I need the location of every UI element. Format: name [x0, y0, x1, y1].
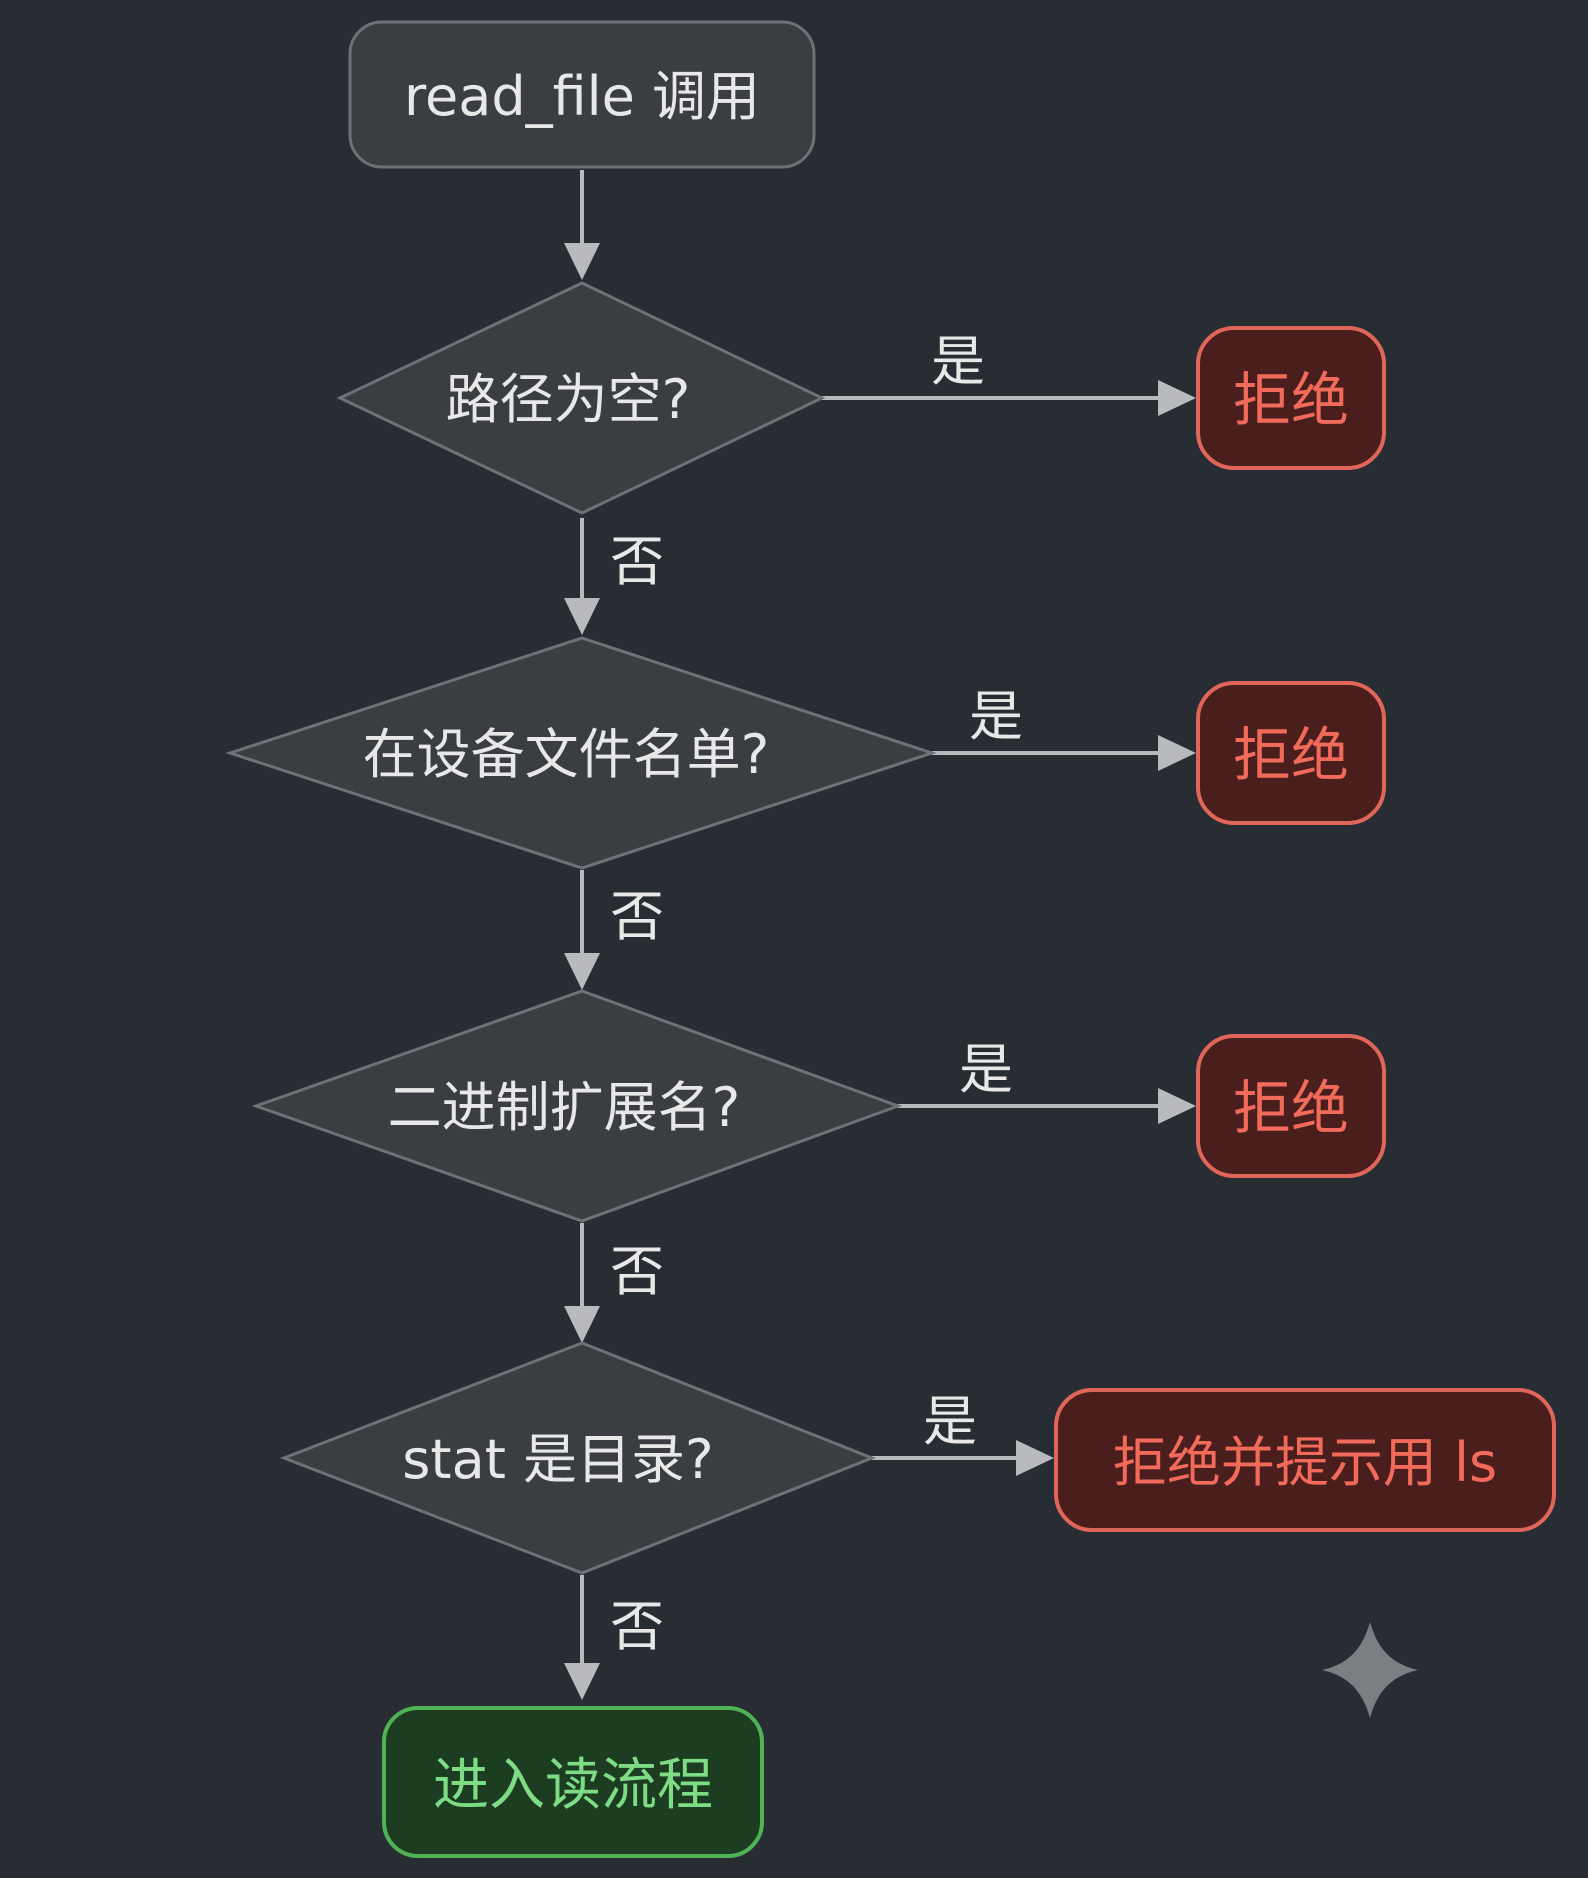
edge-label-yes-3: 是: [959, 1038, 1013, 1101]
node-reject-1-label: 拒绝: [1233, 366, 1349, 434]
decision-binary-ext-label: 二进制扩展名?: [388, 1076, 741, 1139]
decision-is-directory: stat 是目录?: [279, 1341, 877, 1575]
node-reject-2-label: 拒绝: [1233, 721, 1349, 789]
decision-path-empty-label: 路径为空?: [446, 368, 691, 431]
edge-yes-3: 是: [898, 1038, 1196, 1124]
edge-start-to-empty: [564, 170, 600, 280]
node-reject-1: 拒绝: [1196, 326, 1386, 470]
edge-no-2: 否: [564, 870, 664, 990]
edge-label-yes-2: 是: [969, 685, 1023, 748]
decision-is-directory-label: stat 是目录?: [402, 1428, 713, 1491]
edge-label-yes-4: 是: [923, 1390, 977, 1453]
decision-path-empty: 路径为空?: [336, 281, 826, 515]
edge-label-yes-1: 是: [931, 330, 985, 393]
node-start: read_file 调用: [348, 20, 816, 169]
node-reject-4: 拒绝并提示用 ls: [1054, 1388, 1556, 1532]
edge-no-3: 否: [564, 1223, 664, 1343]
node-accept-label: 进入读流程: [433, 1753, 713, 1818]
edge-yes-1: 是: [822, 330, 1196, 416]
node-start-label: read_file 调用: [404, 65, 760, 128]
edge-label-no-1: 否: [610, 530, 664, 593]
node-reject-3: 拒绝: [1196, 1034, 1386, 1178]
decision-binary-ext: 二进制扩展名?: [251, 989, 903, 1223]
sparkle-icon: [1322, 1622, 1418, 1718]
edge-yes-2: 是: [932, 685, 1196, 771]
node-reject-2: 拒绝: [1196, 681, 1386, 825]
edge-yes-4: 是: [872, 1390, 1054, 1476]
edge-label-no-4: 否: [610, 1595, 664, 1658]
node-reject-3-label: 拒绝: [1233, 1074, 1349, 1142]
edge-label-no-2: 否: [610, 885, 664, 948]
decision-device-list-label: 在设备文件名单?: [363, 723, 770, 786]
edge-label-no-3: 否: [610, 1240, 664, 1303]
edge-no-4: 否: [564, 1575, 664, 1700]
decision-device-list: 在设备文件名单?: [225, 636, 937, 870]
edge-no-1: 否: [564, 518, 664, 635]
node-accept: 进入读流程: [382, 1706, 764, 1858]
node-reject-4-label: 拒绝并提示用 ls: [1113, 1431, 1497, 1494]
